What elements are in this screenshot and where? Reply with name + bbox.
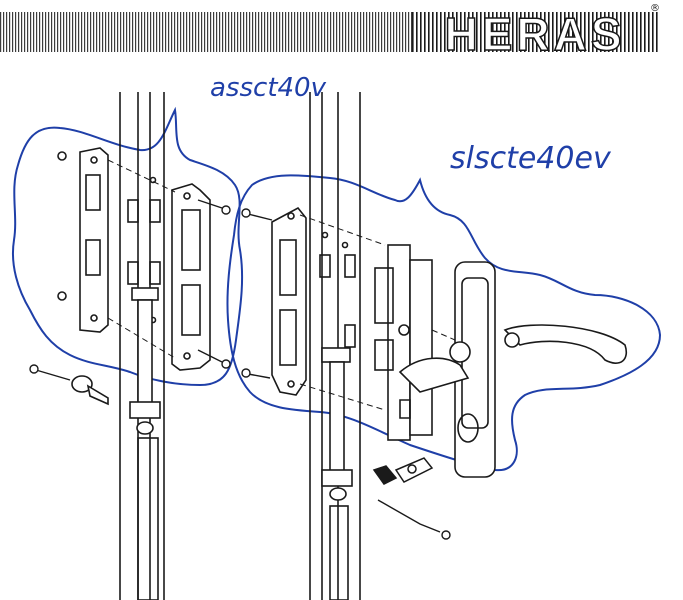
lock-case — [374, 244, 433, 441]
key — [372, 465, 398, 485]
screw — [241, 208, 451, 540]
right-door-profile — [309, 92, 361, 600]
alignment-lines — [107, 159, 456, 411]
drop-bolt — [321, 347, 353, 600]
strike-plate — [171, 183, 211, 371]
annotation-left: assct40v — [12, 73, 327, 387]
euro-cylinder — [394, 457, 434, 483]
annotation-right: slscte40ev — [226, 141, 662, 472]
annotation-left-outline — [12, 106, 244, 387]
lever-handle — [71, 375, 109, 406]
lever-handle — [398, 261, 627, 478]
heras-logo: HERAS ® — [412, 3, 660, 61]
annotation-left-label: assct40v — [210, 73, 327, 103]
lock-case — [57, 147, 109, 333]
brand-name: HERAS — [444, 8, 625, 60]
annotation-right-label: slscte40ev — [450, 141, 612, 176]
drop-bolt — [129, 287, 161, 600]
registered-mark: ® — [650, 3, 660, 14]
strike-plate — [271, 206, 307, 396]
header-band: HERAS ® — [0, 3, 660, 61]
logo-barcode-stripes — [0, 12, 412, 52]
screw — [29, 199, 231, 381]
